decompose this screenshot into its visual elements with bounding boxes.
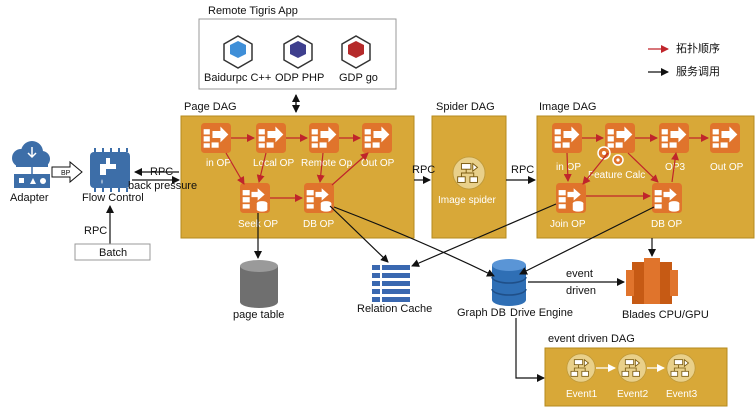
driven-label: driven bbox=[566, 285, 596, 297]
flow-control-label: Flow Control bbox=[82, 192, 144, 204]
baidurpc-cube-icon bbox=[223, 35, 253, 69]
image-join-op-label: Join OP bbox=[550, 219, 586, 230]
image-out-op-icon bbox=[710, 123, 740, 153]
rpc-page-spider-label: RPC bbox=[412, 164, 435, 176]
batch-label: Batch bbox=[99, 247, 127, 259]
page-db-to-out bbox=[331, 152, 369, 186]
gdp-go-cube-icon bbox=[341, 35, 371, 69]
image-feature-to-join bbox=[582, 152, 609, 185]
page-table-cylinder-icon bbox=[240, 260, 278, 308]
image-op3-label: OP3 bbox=[665, 162, 685, 173]
event3-label: Event3 bbox=[666, 389, 698, 400]
page-remote-op-label: Remote Op bbox=[301, 158, 353, 169]
rpc-spider-image-label: RPC bbox=[511, 164, 534, 176]
page-in-op-label: in OP bbox=[206, 158, 231, 169]
odp-php-cube-icon bbox=[283, 35, 313, 69]
event-label: event bbox=[566, 268, 593, 280]
spider-dag-title: Spider DAG bbox=[436, 101, 495, 113]
page-in-op-icon bbox=[201, 123, 231, 153]
page-dag-title: Page DAG bbox=[184, 101, 237, 113]
page-remote-to-db bbox=[316, 152, 325, 183]
event-dag-title: event driven DAG bbox=[548, 333, 635, 345]
page-out-op-icon bbox=[362, 123, 392, 153]
event3-icon bbox=[666, 353, 696, 383]
image-spider-label: Image spider bbox=[438, 195, 496, 206]
image-dag: Image DAG in OP Feature Calc OP3 Out OP … bbox=[536, 101, 755, 239]
event2-label: Event2 bbox=[617, 389, 649, 400]
batch-rpc-label: RPC bbox=[84, 225, 107, 237]
image-feature-calc-label: Feature Calc bbox=[588, 170, 645, 181]
legend-service-call: 服务调用 bbox=[676, 65, 720, 78]
page-local-op-label: Local OP bbox=[253, 158, 294, 169]
remote-app-title: Remote Tigris App bbox=[208, 5, 298, 17]
page-in-to-seek bbox=[225, 152, 245, 185]
page-out-op-label: Out OP bbox=[361, 158, 395, 169]
image-in-op-label: in OP bbox=[556, 162, 581, 173]
image-db-op-icon bbox=[652, 183, 682, 213]
page-dag: Page DAG in OP Local OP Remote Op Out OP… bbox=[180, 101, 415, 239]
image-feature-calc-icon bbox=[605, 123, 635, 153]
event1-icon bbox=[566, 353, 596, 383]
page-db-to-graph-arrow bbox=[333, 206, 495, 277]
image-db-op-label: DB OP bbox=[651, 219, 682, 230]
baidurpc-label: Baidurpc C++ bbox=[204, 72, 271, 84]
relation-cache-label: Relation Cache bbox=[357, 303, 432, 315]
gdp-go-label: GDP go bbox=[339, 72, 378, 84]
page-table-label: page table bbox=[233, 309, 284, 321]
flow-rpc-label: RPC bbox=[150, 166, 173, 178]
image-spider-icon bbox=[452, 156, 486, 190]
gear-icon bbox=[612, 154, 624, 166]
adapter: Adapter bbox=[10, 141, 50, 204]
back-pressure-label: back pressure bbox=[128, 180, 197, 192]
page-remote-op-icon bbox=[309, 123, 339, 153]
image-feature-to-db bbox=[627, 152, 659, 183]
page-db-to-cache-arrow bbox=[329, 205, 389, 263]
adapter-label: Adapter bbox=[10, 192, 49, 204]
image-db-to-graph-arrow bbox=[519, 206, 655, 275]
image-db-to-op3 bbox=[671, 152, 680, 183]
event1-label: Event1 bbox=[566, 389, 598, 400]
batch-box: Batch bbox=[74, 243, 151, 261]
spider-dag: Spider DAG Image spider bbox=[431, 101, 507, 239]
blades-label: Blades CPU/GPU bbox=[622, 309, 709, 321]
image-join-op-icon bbox=[556, 183, 586, 213]
flow-control: Flow Control bbox=[82, 148, 144, 204]
image-dag-title: Image DAG bbox=[539, 101, 596, 113]
event-driven-dag: event driven DAG Event1 Event2 Event3 bbox=[544, 333, 728, 407]
drive-engine-label: Drive Engine bbox=[510, 307, 573, 319]
graph-db-icon bbox=[491, 259, 527, 306]
cloud-icon bbox=[12, 141, 50, 174]
legend: 拓扑顺序 服务调用 bbox=[648, 41, 720, 78]
blades-cpu-gpu-icon bbox=[626, 258, 678, 304]
bp-arrow: BP bbox=[51, 160, 83, 184]
graph-to-event-dag-arrow bbox=[515, 318, 545, 382]
page-seek-op-icon bbox=[240, 183, 270, 213]
image-out-op-label: Out OP bbox=[710, 162, 744, 173]
odp-php-label: ODP PHP bbox=[275, 72, 324, 84]
remote-tigris-app: Remote Tigris App Baidurpc C++ ODP PHP G… bbox=[198, 5, 397, 90]
page-db-op-label: DB OP bbox=[303, 219, 334, 230]
event2-icon bbox=[617, 353, 647, 383]
bp-label: BP bbox=[61, 170, 71, 177]
graph-db-label: Graph DB bbox=[457, 307, 506, 319]
faucet-chip-icon bbox=[90, 148, 130, 192]
device-icon bbox=[14, 174, 50, 188]
gear-icon bbox=[597, 146, 611, 160]
image-op3-icon bbox=[659, 123, 689, 153]
relation-cache-icon bbox=[372, 265, 410, 302]
image-in-op-icon bbox=[552, 123, 582, 153]
image-in-to-join bbox=[563, 152, 572, 182]
page-local-to-seek bbox=[256, 152, 267, 183]
legend-topo-order: 拓扑顺序 bbox=[676, 41, 720, 55]
page-local-op-icon bbox=[256, 123, 286, 153]
page-db-op-icon bbox=[304, 183, 334, 213]
join-to-cache-arrow bbox=[411, 203, 557, 267]
